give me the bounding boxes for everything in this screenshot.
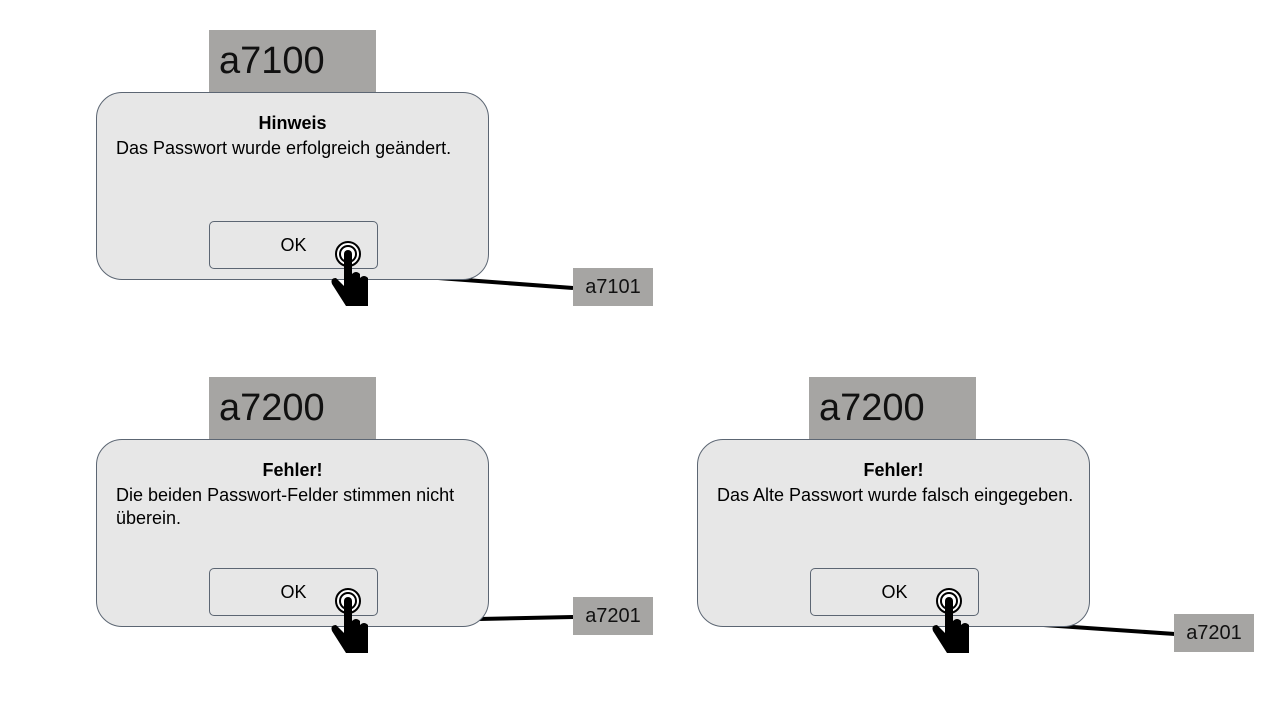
dialog-message: Das Alte Passwort wurde falsch eingegebe…: [717, 485, 1074, 505]
hand-tap-icon: [331, 241, 368, 306]
info-dialog: Hinweis Das Passwort wurde erfolgreich g…: [96, 92, 489, 280]
dialog-message: Das Passwort wurde erfolgreich geändert.: [116, 138, 452, 158]
hand-tap-icon: [331, 588, 368, 653]
error-dialog: Fehler! Das Alte Passwort wurde falsch e…: [697, 439, 1090, 627]
dialog-title: Hinweis: [258, 113, 327, 133]
dialog-title: Fehler!: [863, 460, 924, 480]
dialog-title: Fehler!: [262, 460, 323, 480]
element-id-tag: a7201: [1174, 614, 1254, 652]
screen-id-tag: a7200: [209, 377, 376, 439]
screen-id-tag: a7200: [809, 377, 976, 439]
dialog-message: Die beiden Passwort-Felder stimmen nicht…: [116, 485, 455, 528]
element-id-tag: a7201: [573, 597, 653, 635]
hand-tap-icon: [932, 588, 969, 653]
element-id-tag: a7101: [573, 268, 653, 306]
screen-id-tag: a7100: [209, 30, 376, 92]
error-dialog: Fehler! Die beiden Passwort-Felder stimm…: [96, 439, 489, 627]
